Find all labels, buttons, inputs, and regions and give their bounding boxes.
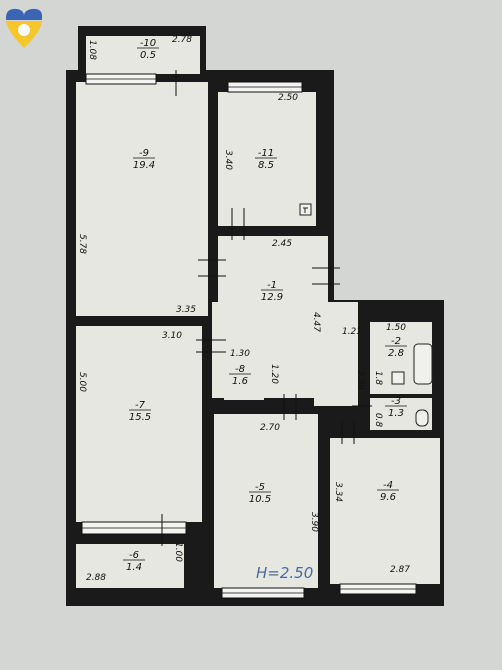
dimension-label: 1.08 — [87, 40, 97, 60]
dimension-label: 2.50 — [278, 93, 298, 103]
room-label-r9: -919.4 — [133, 148, 155, 171]
room-5-floor — [214, 414, 318, 588]
room-number: -7 — [135, 400, 146, 411]
room-number: -5 — [255, 482, 265, 493]
windows — [81, 73, 417, 599]
fixtures — [299, 203, 433, 427]
dimension-label: 3.40 — [223, 150, 233, 170]
room-10-floor — [86, 36, 200, 74]
room-label-r7: -715.5 — [129, 400, 151, 423]
toilet-icon — [415, 409, 429, 427]
dimension-label: 2.89 — [355, 370, 365, 390]
room-area: 19.4 — [133, 160, 155, 171]
room-label-r4: -49.6 — [377, 480, 399, 503]
doors — [161, 70, 372, 546]
room-number: -4 — [383, 480, 393, 491]
room-label-r8: -81.6 — [229, 364, 251, 387]
dimension-label: 1.50 — [386, 323, 406, 333]
room-area: 1.6 — [232, 376, 248, 387]
room-area: 8.5 — [258, 160, 274, 171]
room-7-floor — [76, 326, 202, 522]
dimension-label: 1.00 — [173, 542, 183, 562]
room-number: -3 — [391, 396, 401, 407]
bathtub-icon — [413, 343, 433, 385]
room-labels: -112.9 -22.8 -31.3 -49.6 -510.5 -61.4 -715.5 -8… — [123, 38, 407, 573]
stove-icon — [299, 203, 312, 216]
room-number: -1 — [267, 280, 277, 291]
dimension-label: 0.8 — [373, 413, 383, 428]
dimension-label: 3.35 — [176, 305, 196, 315]
room-number: -11 — [258, 148, 274, 159]
dimension-label: 3.90 — [309, 512, 319, 532]
room-area: 15.5 — [129, 412, 151, 423]
ceiling-height-note: H=2.50 — [256, 564, 313, 582]
room-area: 0.5 — [140, 50, 156, 61]
dimension-label: 2.70 — [260, 423, 280, 433]
dimension-label: 1.21 — [342, 327, 362, 337]
room-number: -2 — [391, 336, 401, 347]
dimension-label: 2.45 — [272, 239, 292, 249]
dimension-label: 1.30 — [230, 349, 250, 359]
room-6-floor — [76, 544, 184, 588]
room-area: 10.5 — [249, 494, 271, 505]
dimension-label: 1.8 — [373, 371, 383, 386]
dimension-label: 2.88 — [86, 573, 106, 583]
room-area: 2.8 — [388, 348, 404, 359]
room-number: -9 — [139, 148, 149, 159]
dimension-label: 3.10 — [162, 331, 182, 341]
dimension-label: 5.00 — [77, 372, 87, 392]
room-label-r11: -118.5 — [255, 148, 277, 171]
room-label-r1: -112.9 — [261, 280, 283, 303]
room-9-floor — [76, 82, 208, 316]
room-label-r5: -510.5 — [249, 482, 271, 505]
room-area: 1.4 — [126, 562, 142, 573]
room-number: -10 — [140, 38, 156, 49]
room-label-r6: -61.4 — [123, 550, 145, 573]
dimension-label: 3.34 — [333, 482, 343, 502]
room-area: 12.9 — [261, 292, 283, 303]
dimension-label: 4.47 — [311, 312, 321, 332]
room-1-floor — [218, 236, 328, 302]
room-8-floor — [224, 362, 264, 400]
dimension-label: 2.78 — [172, 35, 192, 45]
room-label-r10: -100.5 — [137, 38, 159, 61]
dimension-label: 5.78 — [77, 234, 87, 254]
hall-recess-floor — [314, 302, 358, 406]
sink-icon — [391, 371, 405, 385]
room-number: -6 — [129, 550, 139, 561]
dimension-label: 1.20 — [269, 364, 279, 384]
room-area: 1.3 — [388, 408, 404, 419]
room-area: 9.6 — [380, 492, 396, 503]
room-number: -8 — [235, 364, 245, 375]
room-4-floor — [330, 438, 440, 584]
dimension-label: 2.87 — [390, 565, 410, 575]
ukraine-heart-logo — [6, 8, 43, 48]
room-label-r2: -22.8 — [385, 336, 407, 359]
room-label-r3: -31.3 — [385, 396, 407, 419]
